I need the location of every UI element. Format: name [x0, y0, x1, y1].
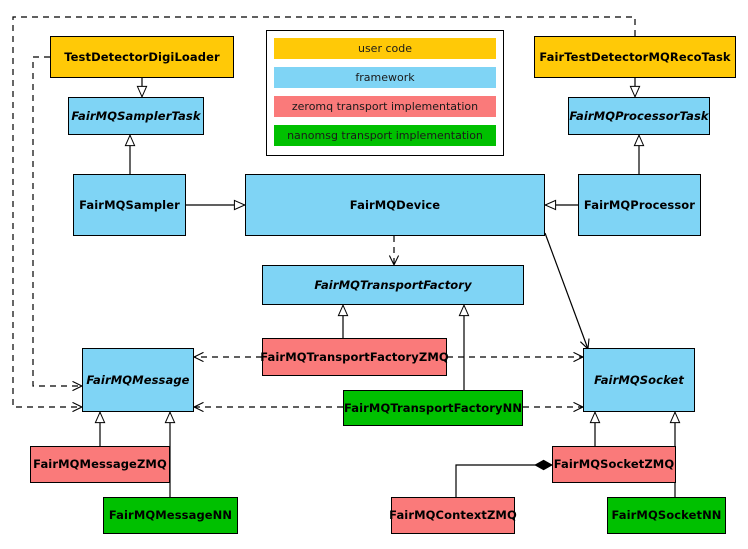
class-node-fairmq-transport-factory[interactable]: FairMQTransportFactory — [262, 265, 524, 305]
class-node-fairmq-context-zmq[interactable]: FairMQContextZMQ — [389, 497, 517, 534]
class-node-fairmq-device[interactable]: FairMQDevice — [245, 174, 545, 236]
class-node-fairmq-transport-factory-nn[interactable]: FairMQTransportFactoryNN — [343, 390, 523, 426]
edge-device-uses-socket — [544, 232, 588, 349]
class-node-fair-test-detector-mq-reco-task[interactable]: FairTestDetectorMQRecoTask — [534, 36, 736, 78]
class-node-fairmq-socket[interactable]: FairMQSocket — [583, 348, 695, 412]
class-node-fairmq-message[interactable]: FairMQMessage — [82, 348, 194, 412]
legend-item-framework: framework — [274, 67, 496, 88]
class-node-test-detector-digi-loader[interactable]: TestDetectorDigiLoader — [50, 36, 234, 78]
edge-socket-zmq-composes-context-zmq — [455, 465, 552, 497]
class-node-fairmq-message-nn[interactable]: FairMQMessageNN — [103, 497, 238, 534]
class-node-fairmq-socket-zmq[interactable]: FairMQSocketZMQ — [552, 446, 676, 483]
class-node-fairmq-socket-nn[interactable]: FairMQSocketNN — [607, 497, 726, 534]
class-node-fairmq-sampler-task[interactable]: FairMQSamplerTask — [68, 97, 204, 135]
class-node-fairmq-transport-factory-zmq[interactable]: FairMQTransportFactoryZMQ — [260, 338, 449, 376]
legend-item-zeromq: zeromq transport implementation — [274, 96, 496, 117]
class-node-fairmq-message-zmq[interactable]: FairMQMessageZMQ — [30, 446, 170, 483]
class-node-fairmq-processor-task[interactable]: FairMQProcessorTask — [568, 97, 710, 135]
class-node-fairmq-processor[interactable]: FairMQProcessor — [578, 174, 701, 236]
legend-item-user_code: user code — [274, 38, 496, 59]
legend-item-nanomsg: nanomsg transport implementation — [274, 125, 496, 146]
class-node-fairmq-sampler[interactable]: FairMQSampler — [73, 174, 186, 236]
